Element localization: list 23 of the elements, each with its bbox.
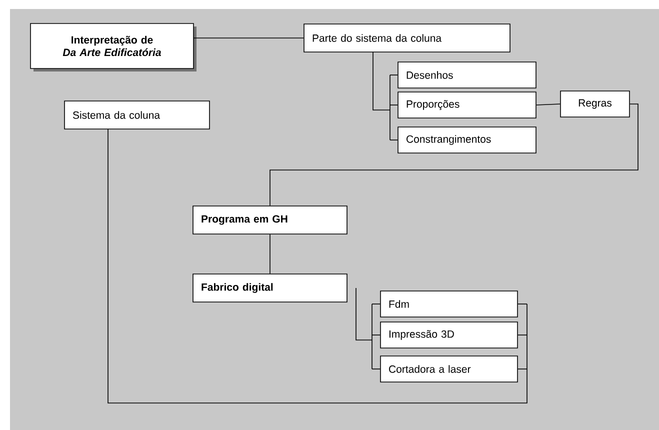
text-box: Desenhos	[398, 62, 536, 88]
connector-line	[518, 368, 528, 370]
connector-line	[372, 334, 380, 336]
text-box: Sistema da coluna	[64, 100, 210, 130]
connector-line	[372, 52, 390, 140]
text-box: Parte do sistema da coluna	[304, 24, 510, 52]
text-box: Constrangimentos	[398, 126, 536, 154]
connector-line	[372, 368, 380, 370]
text-box: Fdm	[380, 290, 518, 318]
text-box: Impressão 3D	[380, 322, 518, 348]
text-box: Interpretação de Da Arte Edificatória	[30, 23, 196, 72]
text-box: Regras	[560, 90, 630, 118]
connector-line	[390, 74, 398, 76]
text-box: Proporções	[398, 92, 536, 118]
text-box: Fabrico digital	[192, 274, 348, 302]
text-box: Programa em GH	[192, 206, 348, 234]
connector-line	[108, 128, 528, 404]
connector-line	[356, 288, 372, 370]
connector-line	[518, 334, 528, 336]
connector-line	[270, 104, 638, 206]
text-box: Cortadora a laser	[380, 356, 518, 382]
connector-line	[390, 104, 398, 106]
connector-line	[536, 104, 560, 106]
